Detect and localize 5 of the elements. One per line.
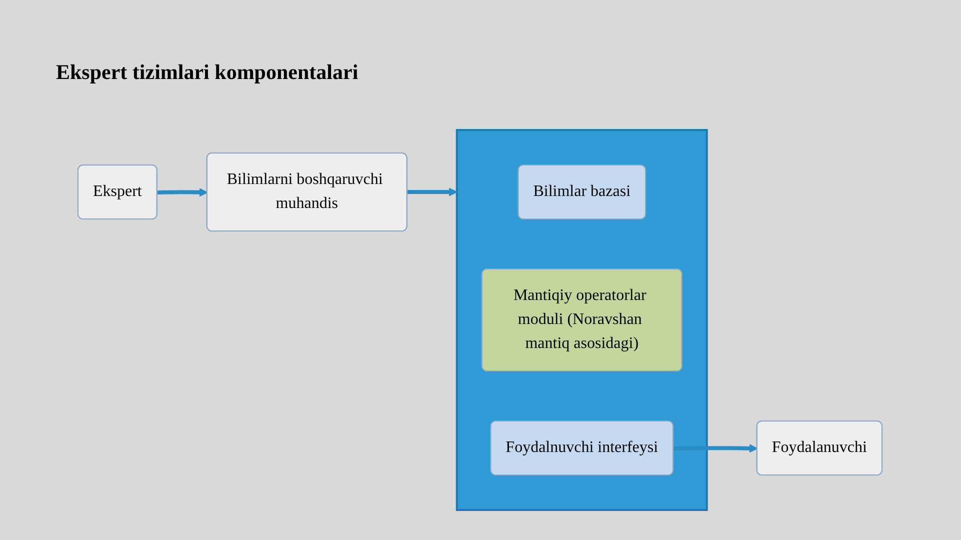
arrow bbox=[406, 188, 458, 196]
cluster bbox=[456, 129, 708, 511]
title: Ekspert tizimlari komponentalari bbox=[56, 60, 358, 85]
arrow bbox=[674, 444, 758, 453]
arrow bbox=[157, 188, 208, 197]
